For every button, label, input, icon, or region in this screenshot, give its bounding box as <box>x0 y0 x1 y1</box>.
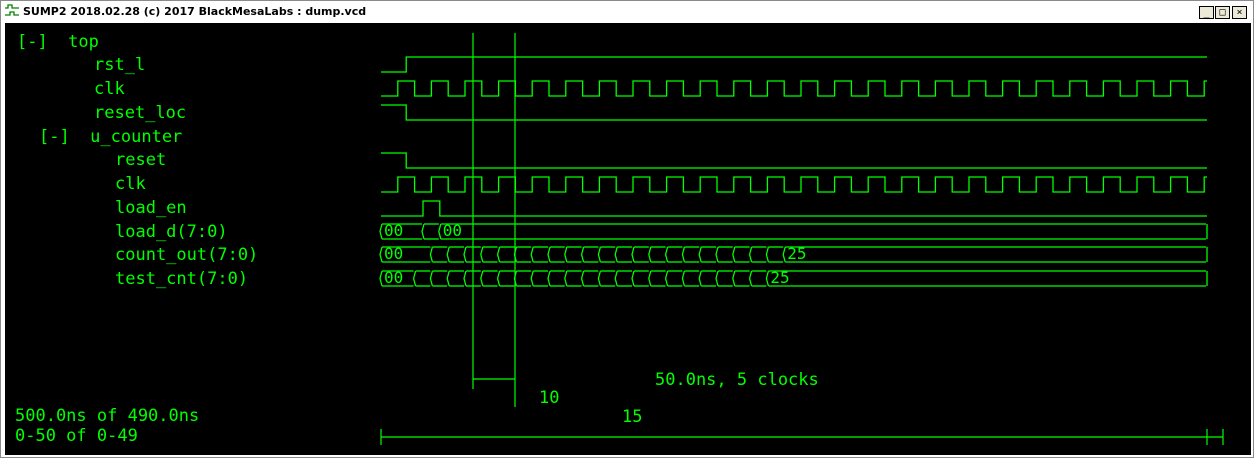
wave-count-out-7-value: 25 <box>787 244 806 263</box>
wave-count-out-7-edge <box>748 246 753 263</box>
wave-load-en-5 <box>381 200 1207 217</box>
signal-load-en[interactable]: load_en <box>115 198 187 218</box>
wave-test-cnt-8-edge <box>564 270 568 287</box>
wave-count-out-7-edge <box>765 246 770 263</box>
wave-count-out-7-edge <box>547 246 551 263</box>
wave-test-cnt-8-edge <box>496 270 501 287</box>
wave-test-cnt-8-edge <box>715 270 719 287</box>
wave-count-out-7-edge <box>446 246 450 263</box>
wave-load-d-6-value: 00 <box>443 221 462 240</box>
wave-count-out-7-edge <box>597 246 602 263</box>
wave-count-out-7-edge <box>564 246 568 263</box>
cursor-measurement: 50.0ns, 5 clocks <box>655 370 819 390</box>
maximize-button[interactable]: □ <box>1215 6 1230 19</box>
wave-test-cnt-8-edge <box>463 270 467 287</box>
signal-u-counter-clk[interactable]: clk <box>115 174 146 194</box>
signal-group-top[interactable]: [-] top <box>17 32 99 52</box>
wave-test-cnt-8-edge <box>480 270 484 287</box>
wave-test-cnt-8-edge <box>379 270 383 287</box>
wave-load-d-6-edge <box>438 223 442 240</box>
wave-test-cnt-8-edge <box>446 270 450 287</box>
wave-test-cnt-8-edge <box>597 270 602 287</box>
signal-reset[interactable]: reset <box>115 150 167 170</box>
waveform-view[interactable]: [-] top rst_l clk reset_loc [-] u_counte… <box>5 23 1251 455</box>
waveform-canvas[interactable]: 00 00 00 25 00 25 <box>5 23 1251 455</box>
wave-test-cnt-8-edge <box>664 270 669 287</box>
wave-test-cnt-8-edge <box>580 270 585 287</box>
wave-test-cnt-8-edge <box>547 270 551 287</box>
signal-test-cnt[interactable]: test_cnt(7:0) <box>115 269 249 289</box>
signal-reset-loc[interactable]: reset_loc <box>94 103 187 123</box>
wave-count-out-7-edge <box>664 246 669 263</box>
wave-count-out-7-edge <box>530 246 534 263</box>
wave-count-out-7-edge <box>463 246 467 263</box>
wave-count-out-7-edge <box>681 246 686 263</box>
wave-test-cnt-8-value: 00 <box>384 268 403 287</box>
signal-load-d[interactable]: load_d(7:0) <box>115 222 228 242</box>
wave-count-out-7-edge <box>496 246 501 263</box>
wave-load-d-6-value: 00 <box>384 221 403 240</box>
wave-test-cnt-8-edge <box>412 270 417 287</box>
wave-test-cnt-8-edge <box>631 270 635 287</box>
cursor-label-10[interactable]: 10 <box>539 388 560 408</box>
wave-test-cnt-8-edge <box>648 270 652 287</box>
wave-test-cnt-8-edge <box>765 270 770 287</box>
signal-rst-l[interactable]: rst_l <box>94 55 146 75</box>
cursor-label-15[interactable]: 15 <box>622 407 643 427</box>
wave-count-out-7-edge <box>732 246 736 263</box>
wave-test-cnt-8-edge <box>748 270 753 287</box>
wave-test-cnt-8-edge <box>681 270 686 287</box>
wave-count-out-7-edge <box>782 246 786 263</box>
wave-count-out-7-edge <box>580 246 585 263</box>
wave-count-out-7-edge <box>480 246 484 263</box>
wave-test-cnt-8-edge <box>429 270 434 287</box>
wave-count-out-7-edge <box>429 246 434 263</box>
wave-rst-l-0 <box>381 56 1207 73</box>
wave-count-out-7-value: 00 <box>384 244 403 263</box>
title-bar[interactable]: SUMP2 2018.02.28 (c) 2017 BlackMesaLabs … <box>1 1 1253 22</box>
wave-count-out-7-edge <box>614 246 618 263</box>
wave-reset-3 <box>381 152 1207 169</box>
wave-load-d-6-edge <box>421 223 425 240</box>
wave-count-out-7-edge <box>648 246 652 263</box>
wave-test-cnt-8-edge <box>614 270 618 287</box>
wave-reset-loc-2 <box>381 104 1207 121</box>
wave-clk-1 <box>381 80 1207 97</box>
sample-range-status: 0-50 of 0-49 <box>15 426 138 446</box>
window-title: SUMP2 2018.02.28 (c) 2017 BlackMesaLabs … <box>23 5 367 18</box>
wave-test-cnt-8-value: 25 <box>770 268 789 287</box>
wave-count-out-7-edge <box>698 246 702 263</box>
wave-test-cnt-8-edge <box>530 270 534 287</box>
waveform-app-icon <box>4 4 20 19</box>
signal-count-out[interactable]: count_out(7:0) <box>115 245 259 265</box>
close-button[interactable]: × <box>1232 6 1247 19</box>
time-range-status: 500.0ns of 490.0ns <box>15 406 200 426</box>
wave-test-cnt-8-edge <box>698 270 702 287</box>
wave-load-d-6-edge <box>379 223 383 240</box>
wave-count-out-7-edge <box>379 246 383 263</box>
wave-count-out-7-edge <box>631 246 635 263</box>
signal-group-u-counter[interactable]: [-] u_counter <box>39 127 183 147</box>
minimize-button[interactable]: _ <box>1199 6 1214 19</box>
wave-count-out-7-edge <box>715 246 719 263</box>
wave-clk-4 <box>381 176 1207 193</box>
wave-test-cnt-8-edge <box>732 270 736 287</box>
signal-clk[interactable]: clk <box>94 79 125 99</box>
